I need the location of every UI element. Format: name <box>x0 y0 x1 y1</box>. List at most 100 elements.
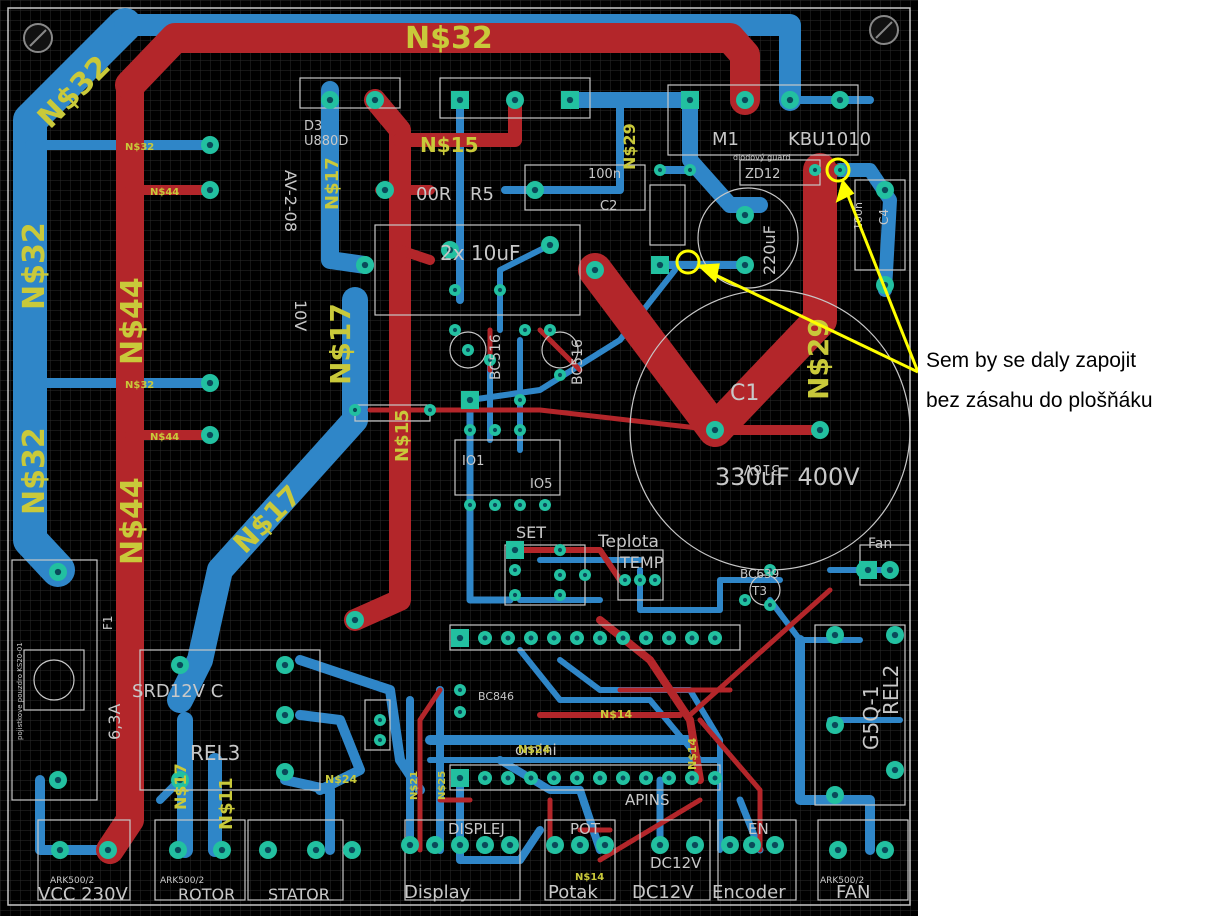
label-displej: DISPLEJ <box>448 820 505 838</box>
pad-drill <box>511 546 519 554</box>
label-r5: R5 <box>470 184 494 205</box>
label-dc12v-header: DC12V <box>650 854 702 872</box>
pad-drill <box>406 841 414 849</box>
arrow-line-right <box>843 187 918 373</box>
pad-drill <box>457 709 463 715</box>
pad-drill <box>206 431 214 439</box>
pad-drill <box>816 426 824 434</box>
annotation-line-2: bez zásahu do plošňáku <box>926 389 1153 412</box>
pad-drill <box>620 635 626 641</box>
pad-drill <box>831 631 839 639</box>
pad-drill <box>487 357 493 363</box>
label-d3: D3 <box>304 119 322 134</box>
pad-drill <box>767 567 773 573</box>
pad-drill <box>452 327 458 333</box>
pad-drill <box>431 841 439 849</box>
pad-drill <box>505 635 511 641</box>
arrow-line-left <box>704 268 918 374</box>
label-ark-3: ARK500/2 <box>820 876 864 886</box>
label-fuse-note: pojistkove pouzdro KS20-01 <box>16 642 24 740</box>
net-n14-b: N$14 <box>686 737 699 770</box>
label-ark-1: ARK500/2 <box>50 876 94 886</box>
pad-drill <box>741 96 749 104</box>
net-top-title: N$32 <box>405 21 493 56</box>
pad-drill <box>741 261 749 269</box>
net-n32-left-b: N$32 <box>17 427 52 515</box>
pad-drill <box>881 846 889 854</box>
net-n17-a: N$17 <box>322 157 343 210</box>
label-c1: C1 <box>730 381 759 406</box>
pad-drill <box>891 631 899 639</box>
pad-drill <box>446 246 454 254</box>
pad-drill <box>601 841 609 849</box>
pad-drill <box>834 846 842 854</box>
net-n24-a: N$24 <box>325 773 358 786</box>
label-io5: IO5 <box>530 477 552 492</box>
label-m1: M1 <box>712 129 739 150</box>
net-n32-left-a: N$32 <box>17 222 52 310</box>
pad-drill <box>886 566 894 574</box>
net-n17-d: N$17 <box>171 763 190 810</box>
label-ark-2: ARK500/2 <box>160 876 204 886</box>
label-teplota: Teplota <box>597 532 659 552</box>
net-n29-b: N$29 <box>802 318 835 400</box>
silkscreen-layer <box>11 77 911 901</box>
label-pot: POT <box>570 820 601 838</box>
pad-drill <box>528 775 534 781</box>
pad-drill <box>771 841 779 849</box>
pad-drill <box>812 167 818 173</box>
pad-drill <box>312 846 320 854</box>
pad-drill <box>511 96 519 104</box>
pad-drill <box>281 768 289 776</box>
net-n29-a: N$29 <box>620 123 639 170</box>
label-encoder: Encoder <box>712 882 786 903</box>
pad-drill <box>467 502 473 508</box>
pad-drill <box>836 96 844 104</box>
label-rel3: REL3 <box>190 741 240 765</box>
pad-drill <box>620 775 626 781</box>
pad-drill <box>104 846 112 854</box>
pad-drill <box>551 635 557 641</box>
pad-drill <box>206 379 214 387</box>
pad-drill <box>264 846 272 854</box>
pad-drill <box>281 711 289 719</box>
pad-drill <box>557 572 563 578</box>
label-t3-value: BC639 <box>740 567 779 581</box>
label-rel2: REL2 <box>879 665 903 715</box>
label-fan: FAN <box>836 882 870 903</box>
pad-drill <box>281 661 289 669</box>
pad-drill <box>512 567 518 573</box>
pad-drill <box>712 775 718 781</box>
net-n32-pad-b: N$32 <box>125 380 154 391</box>
pad-drill <box>542 502 548 508</box>
label-r5-value: 00R <box>416 184 451 205</box>
pad-drill <box>741 211 749 219</box>
label-bc1: BC516 <box>488 334 504 380</box>
pad-drill <box>492 502 498 508</box>
pad-drill <box>218 846 226 854</box>
arrowhead-right <box>835 178 855 203</box>
pad-drill <box>466 396 474 404</box>
pad-drill <box>574 775 580 781</box>
pad-drill <box>512 592 518 598</box>
pad-drill <box>348 846 356 854</box>
label-c2-value: 100n <box>588 167 621 182</box>
annotation-highlights <box>675 157 918 374</box>
pad-drill <box>748 841 756 849</box>
label-av208: AV-2-08 <box>281 170 300 232</box>
net-n21: N$21 <box>409 771 420 800</box>
pad-drill <box>482 635 488 641</box>
highlight-circle-right <box>825 157 851 183</box>
pad-drill <box>377 717 383 723</box>
pad-drill <box>547 327 553 333</box>
pad-drill <box>643 635 649 641</box>
connector-labels: VCC 230V ROTOR STATOR Display Potak DC12… <box>38 820 870 905</box>
label-fuse: 6,3A <box>105 704 124 740</box>
pad-drill <box>591 266 599 274</box>
pad-drill <box>656 841 664 849</box>
pad-drill <box>576 841 584 849</box>
net-n11: N$11 <box>216 777 237 830</box>
pad-drill <box>352 407 358 413</box>
pad-drill <box>652 577 658 583</box>
pad-drill <box>176 661 184 669</box>
